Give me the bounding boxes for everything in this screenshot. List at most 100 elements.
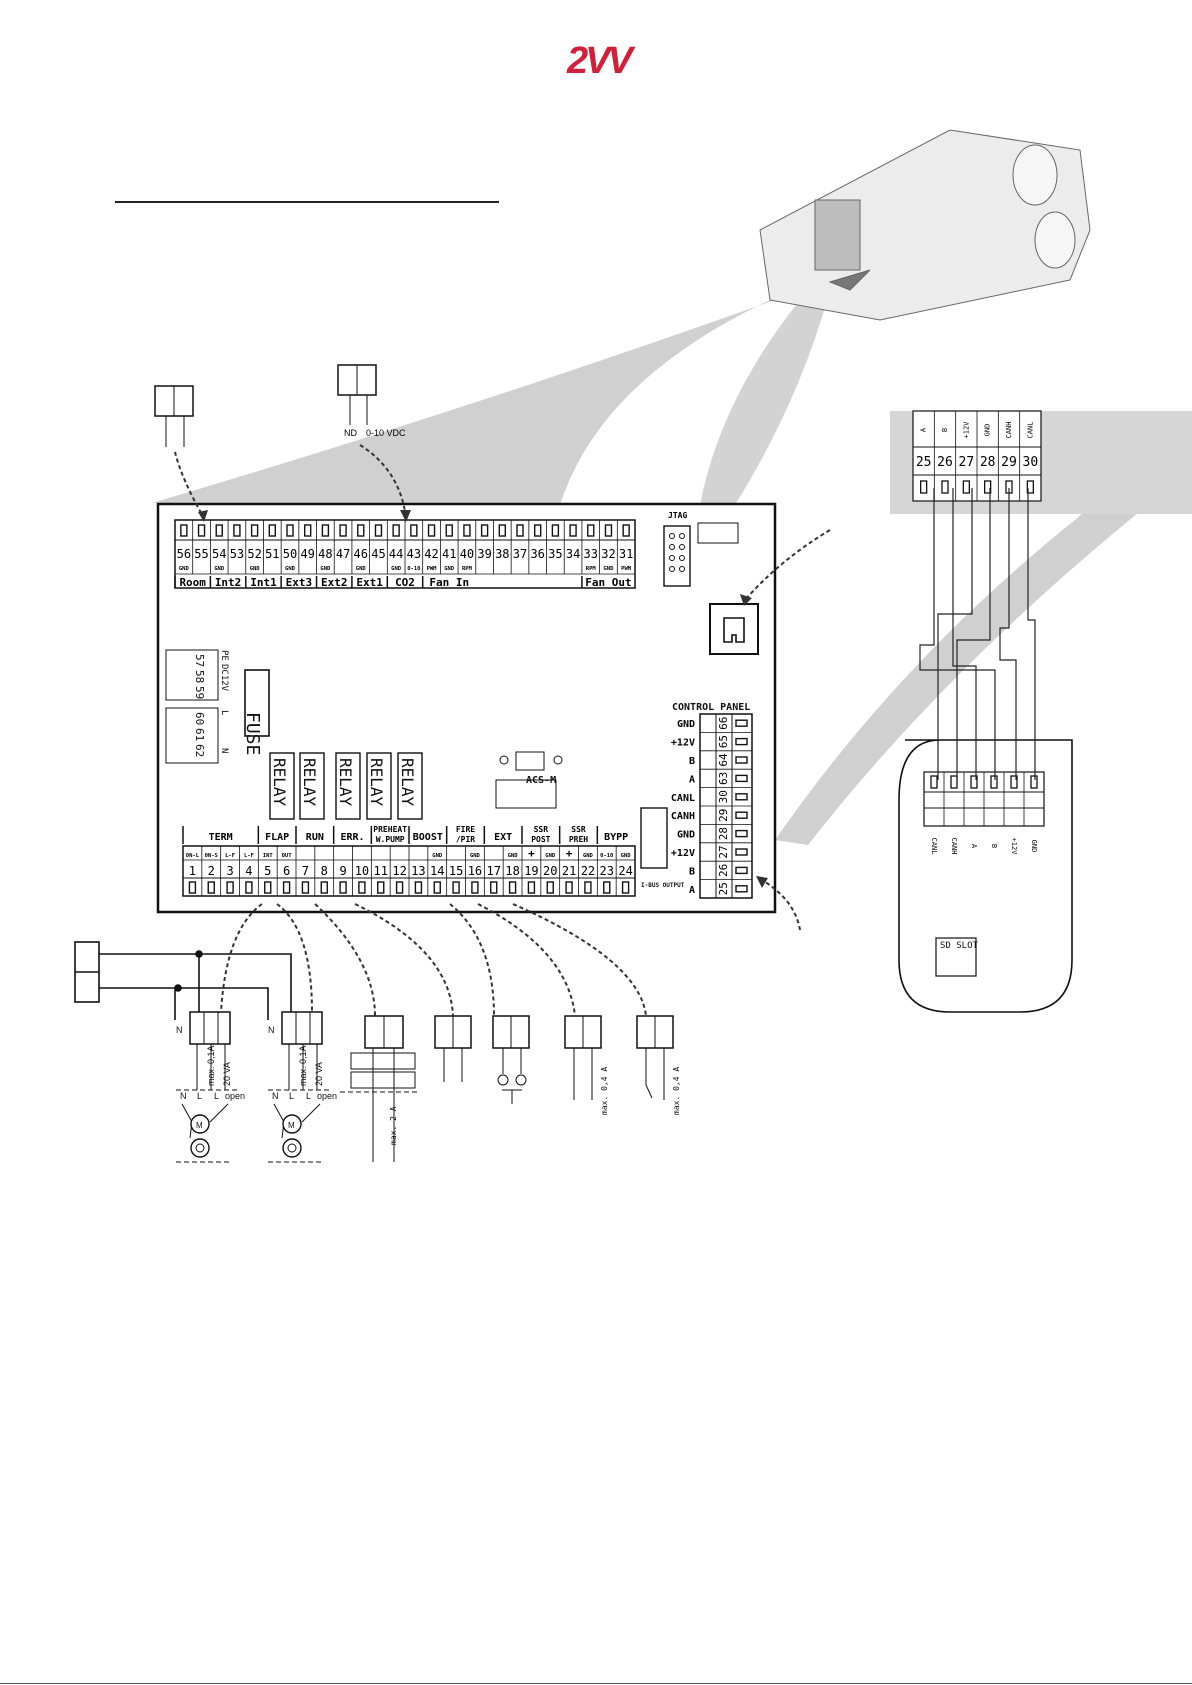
bottom-group-label: EXT <box>494 832 512 843</box>
bottom-screw-terminal <box>188 881 197 894</box>
top-terminal-number: 42 <box>424 547 438 561</box>
actuator2-max-label: max. 0,1A <box>298 1045 308 1086</box>
exp-terminal-number: 26 <box>937 455 953 470</box>
bottom-terminal-number: 21 <box>562 864 576 878</box>
top-terminal-number: 33 <box>584 547 598 561</box>
top-screw-terminal <box>339 524 347 537</box>
bottom-terminal-sublabel: OUT <box>282 853 293 859</box>
bottom-terminal-number: 7 <box>302 864 309 878</box>
top-terminal-number: 40 <box>460 547 474 561</box>
exp-terminal-number: 27 <box>959 455 975 470</box>
rj45-arrow <box>740 529 831 606</box>
bottom-terminal-number: 20 <box>543 864 557 878</box>
top-terminal-sublabel: GND <box>285 566 296 572</box>
actuator2-power-label: 20 VA <box>314 1062 324 1086</box>
bottom-terminal-number: 4 <box>245 864 252 878</box>
board-text: FUSE RELAY RELAY RELAY RELAY RELAY ACS-M… <box>242 702 979 1145</box>
bottom-screw-terminal <box>264 881 272 894</box>
top-screw-terminal <box>533 524 542 537</box>
control-panel-device <box>898 739 1073 1013</box>
brand-logo: 2VV <box>567 40 633 83</box>
top-terminal-number: 52 <box>247 547 261 561</box>
top-terminal-number: 51 <box>265 547 279 561</box>
top-terminal-number: 36 <box>530 547 544 561</box>
top-terminal-sublabel: GND <box>320 566 331 572</box>
top-screw-terminal <box>374 524 383 537</box>
power-num-59: 59 <box>193 686 206 699</box>
actuator1-wire-n: N <box>180 1091 187 1101</box>
cp-screw-terminal <box>735 756 748 764</box>
cp-screw-terminal <box>735 866 748 875</box>
bottom-terminal-number: 15 <box>449 864 463 878</box>
exp-terminal-number: 25 <box>916 455 932 470</box>
ssr-post-block <box>564 1015 602 1100</box>
top-screw-terminal <box>197 524 206 537</box>
bottom-terminal-sublabel: INT <box>263 853 274 859</box>
top-terminal-number: 56 <box>177 547 191 561</box>
bottom-screw-terminal <box>471 881 479 894</box>
co2-right-label: 0-10 VDC <box>366 428 406 438</box>
bottom-screw-terminal <box>395 881 404 894</box>
sd-slot-label: SD SLOT <box>940 941 979 951</box>
cp-screw-terminal <box>735 793 748 801</box>
cp-terminal-number: 29 <box>717 809 730 822</box>
top-screw-terminal <box>180 524 188 537</box>
power-terminal-text: 57 58 59 60 61 62 PE DC12V L N <box>193 650 229 757</box>
panel-signal-label: +12V <box>1010 838 1018 856</box>
relay-label-3: RELAY <box>336 758 355 807</box>
top-terminal-number: 50 <box>283 547 297 561</box>
panel-signal-label: B <box>990 844 998 848</box>
cp-signal-label: A <box>689 885 695 896</box>
top-terminal-sublabel: RPM <box>462 566 473 572</box>
panel-screw-terminal <box>1030 775 1038 789</box>
bottom-terminal-number: 10 <box>355 864 369 878</box>
actuator2-wire-n: N <box>272 1091 279 1101</box>
top-terminal-number: 37 <box>513 547 527 561</box>
power-num-57: 57 <box>193 654 206 667</box>
bottom-group-label: FIRE/PIR <box>456 825 475 844</box>
ibus-label: I-BUS OUTPUT <box>641 882 685 889</box>
cp-screw-terminal <box>735 829 748 838</box>
top-group-label: Int2 <box>215 576 242 589</box>
bottom-screw-terminal <box>490 881 498 894</box>
top-screw-terminal <box>321 524 330 537</box>
top-screw-terminal <box>427 524 436 537</box>
jtag-header: JTAG <box>663 511 739 587</box>
bottom-terminal-number: 3 <box>226 864 233 878</box>
top-terminal-number: 53 <box>230 547 244 561</box>
flap-actuator-2 <box>268 1011 332 1163</box>
bottom-terminal-number: 18 <box>505 864 519 878</box>
relay-label-4: RELAY <box>367 758 386 807</box>
cp-terminal-number: 64 <box>717 753 730 767</box>
cp-screw-terminal <box>735 885 748 893</box>
top-screw-terminal <box>569 524 577 537</box>
bottom-terminal-sublabel: L-F <box>244 853 254 859</box>
top-group-label: Ext1 <box>356 576 383 589</box>
co2-left-label: ND <box>344 428 357 438</box>
bottom-terminal-sublabel: GND <box>583 853 594 859</box>
can-wiring <box>919 488 1036 780</box>
top-screw-terminal <box>445 524 453 537</box>
bottom-screw-terminal <box>527 881 536 894</box>
lower-dashed-wires <box>220 903 647 1017</box>
bottom-screw-terminal <box>414 881 423 894</box>
top-screw-terminal <box>250 524 259 537</box>
bottom-screw-terminal <box>226 881 234 894</box>
top-terminal-sublabel: GND <box>391 566 402 572</box>
top-screw-terminal <box>587 524 595 537</box>
top-screw-terminal <box>286 524 294 537</box>
relay-label-2: RELAY <box>300 758 319 807</box>
bottom-terminal-number: 12 <box>392 864 406 878</box>
actuator2-open: open <box>317 1091 337 1101</box>
top-terminal-sublabel: PWM <box>427 566 438 572</box>
ibus-header <box>640 807 668 869</box>
top-group-label: CO2 <box>395 576 415 589</box>
bottom-terminal-sublabel: + <box>566 847 573 860</box>
top-terminal-number: 35 <box>548 547 562 561</box>
power-num-58: 58 <box>193 670 206 683</box>
power-num-62: 62 <box>193 744 206 757</box>
